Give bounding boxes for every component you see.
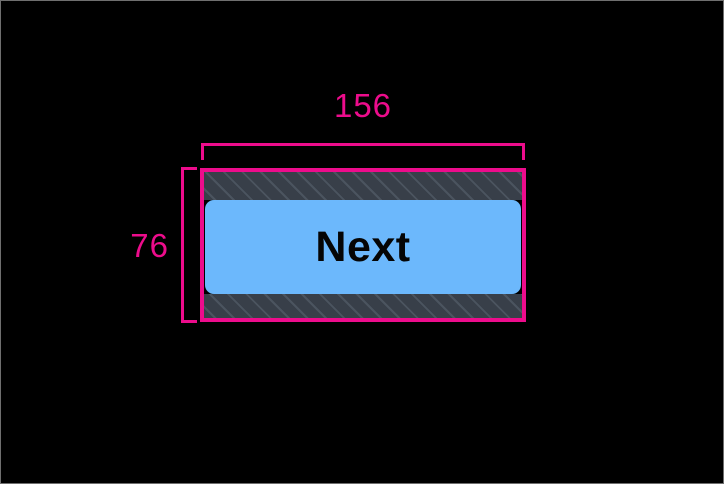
dimension-label-height: 76 [130,227,169,264]
selected-element-outline[interactable]: Next [200,168,526,322]
dimension-bracket-horizontal [201,143,525,160]
dimension-bracket-vertical [181,167,197,323]
selected-element-box-model: Next [204,172,522,318]
padding-band-top [204,172,522,200]
padding-band-bottom [204,294,522,318]
next-button[interactable]: Next [205,200,521,294]
dimension-label-width: 156 [333,87,393,124]
next-button-label: Next [315,222,411,271]
